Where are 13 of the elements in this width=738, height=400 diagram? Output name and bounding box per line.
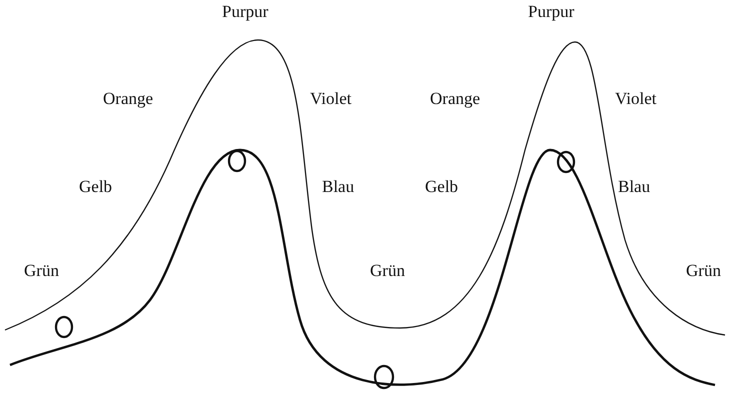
color-label: Grün [686,262,721,279]
color-label: Violet [615,90,656,107]
color-label: Blau [618,178,650,195]
color-label: Grün [24,262,59,279]
color-label: Gelb [425,178,458,195]
color-label: Blau [322,178,354,195]
color-label: Violet [310,90,352,107]
color-label: Purpur [528,3,574,20]
color-label: Orange [430,90,480,107]
color-label: Purpur [222,3,268,20]
color-label: Grün [370,262,405,279]
color-label: Orange [103,90,154,107]
color-label: Gelb [79,178,112,195]
